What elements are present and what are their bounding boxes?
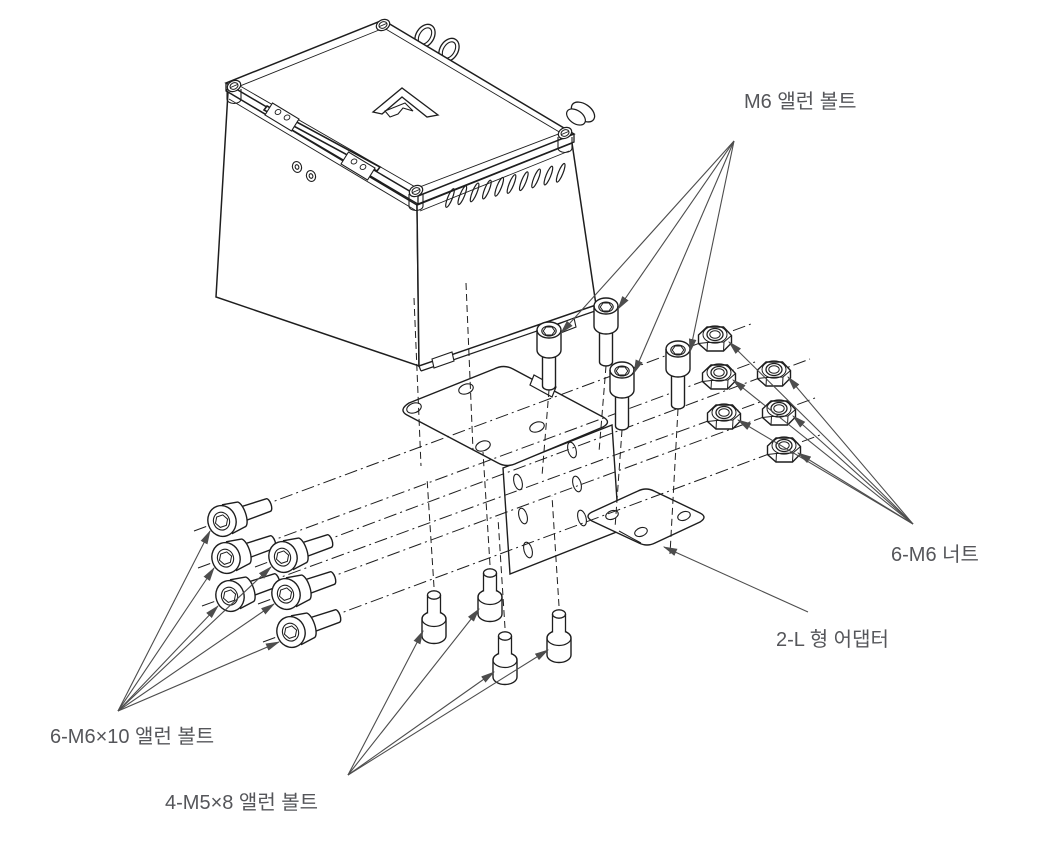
m6-nuts [697,325,802,463]
m5x8-bolt-leaders [347,608,550,776]
lid-rail [262,102,382,181]
adapter-wall-slots [513,441,587,559]
m5x8-allen-bolts [421,568,572,686]
m6-bolt-leaders [560,140,735,375]
label-m5x8-allen-bolt: 4-M5×8 앨런 볼트 [165,792,319,814]
leader-lines [117,140,914,776]
l-adapter-assembly [402,365,705,576]
label-l-adapter: 2-L 형 어댑터 [776,629,889,651]
m6x10-bolt-leaders [117,529,281,712]
adapter-bottom-flange [587,488,705,546]
label-m6-allen-bolt: M6 앨런 볼트 [744,91,857,113]
lid-corner-screws [224,16,575,212]
adapter-plate-holes [406,383,545,452]
centerlines [193,282,821,643]
vent-slats [445,162,566,208]
m6-nut-leaders [728,341,914,525]
adapter-top-plate [402,365,609,467]
brand-logo [371,87,440,118]
adapter-flange-holes [605,509,691,538]
m6x10-allen-bolts [203,488,346,652]
device-box [215,16,599,372]
label-m6x10-allen-bolt: 6-M6×10 앨런 볼트 [50,726,215,748]
label-m6-nut: 6-M6 너트 [891,544,979,566]
front-face-holes [291,161,317,182]
l-adapter-leader [662,546,809,613]
